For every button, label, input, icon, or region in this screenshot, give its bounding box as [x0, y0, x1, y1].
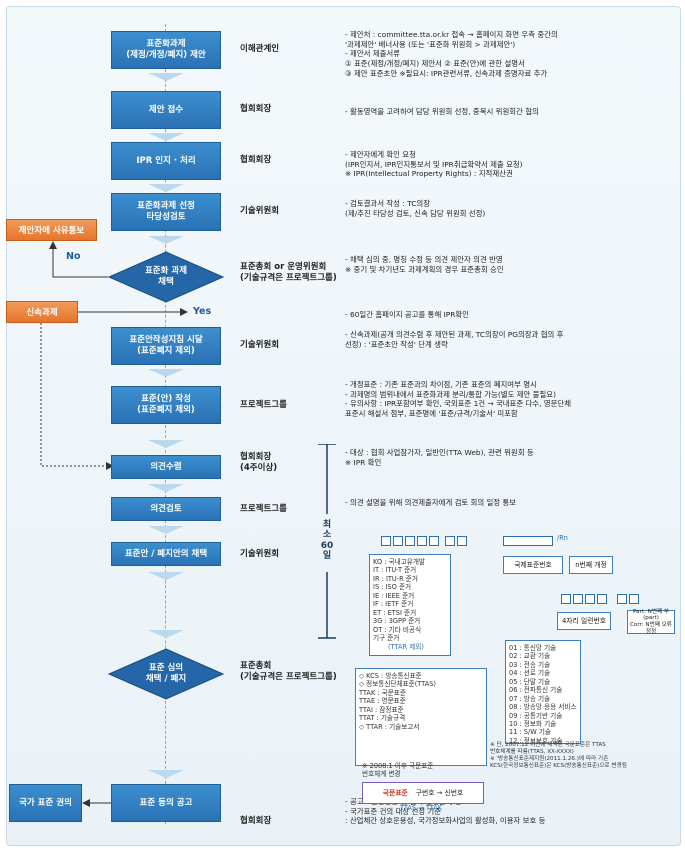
old-new-number: 국문표준 구번호 → 신번호: [362, 782, 484, 804]
sixty-day-bracket: [318, 444, 336, 639]
yes-label: Yes: [193, 306, 212, 317]
arrow-down: [148, 770, 184, 778]
standard-type-list: KO : 국내고유개발 IT : ITU-T 준거 IR : ITU-R 준거 …: [369, 554, 451, 656]
code-digit-box: [573, 594, 583, 604]
step-review: 의견검토: [111, 497, 221, 521]
step-proposal: 표준화과제 (제정/개정/폐지) 제안: [111, 31, 221, 69]
code-digit-box: [457, 536, 467, 546]
step-ipr: IPR 인지 · 처리: [111, 142, 221, 180]
arrow-down: [148, 236, 184, 244]
arrow-down: [148, 73, 184, 81]
role-proposer: 이해관계인: [240, 44, 280, 54]
code-footnote: ※ 단, 2007.12 이전에 채택된 국문표준은 TTAS 번호체계를 따름…: [490, 742, 627, 770]
flow-spine: [165, 24, 166, 824]
revision-suffix: /Rn: [557, 534, 568, 542]
step-draft: 표준(안) 작성 (표준폐지 제외): [111, 386, 221, 424]
field-list: 01 : 통신망 기술 02 : 교환 기술 03 : 전송 기술 04 : 선…: [505, 640, 581, 745]
field-list-text: 01 : 통신망 기술 02 : 교환 기술 03 : 전송 기술 04 : 선…: [509, 644, 577, 745]
arrow-down: [148, 630, 184, 638]
code-digit-box: [405, 536, 415, 546]
national-arrow: [82, 799, 111, 807]
code-digit-box: [417, 536, 427, 546]
note-draft: - 개정표준 : 기존 표준과의 차이점, 기존 표준의 폐지여부 명시 - 과…: [345, 380, 572, 418]
old-new-label: 구번호 → 신번호: [415, 788, 464, 797]
role-president: 협회회장: [240, 104, 272, 114]
arrow-down: [148, 526, 184, 534]
nth-revision: n번째 개정: [569, 556, 613, 574]
arrow-down: [148, 184, 184, 192]
intl-code-box: [503, 536, 553, 546]
role-president-4weeks: 협회회장 (4주이상): [240, 452, 278, 473]
step-guideline: 표준안작성지침 시달 (표준폐지 제외): [111, 327, 221, 365]
role-president: 협회회장: [240, 155, 272, 165]
decision-adopt-label: 표준화 과제 채택: [144, 265, 188, 287]
note-receive: - 활동영역을 고려하여 담당 위원회 선정, 중복시 위원회간 협의: [345, 107, 539, 116]
korean-standard-tag: 국문표준: [382, 788, 408, 797]
code-digit-box: [429, 536, 439, 546]
code-digit-box: [597, 594, 607, 604]
code-scheme: /Rn 국제표준번호 n번째 개정 KO : 국내고유개발 IT : ITU-T…: [345, 528, 675, 768]
step-opinion: 의견수렴: [111, 455, 221, 479]
arrow-down: [148, 133, 184, 141]
code-digit-box: [561, 594, 571, 604]
role-general-assembly: 표준총회 or 운영위원회 (기술규격은 프로젝트그룹): [240, 262, 337, 283]
note-proposal: - 제안처 : committee.tta.or.kr 접속 → 홈페이지 화면…: [345, 30, 558, 78]
arrow-down: [148, 369, 184, 377]
code-digit-box: [381, 536, 391, 546]
code-digit-box: [585, 594, 595, 604]
step-selection: 표준화과제 선정 타당성검토: [111, 193, 221, 231]
reject-notice: 제안자에 사유통보: [6, 219, 97, 241]
note-review: - 의견 설명을 위해 의견제출자에게 검토 회의 일정 통보: [345, 498, 517, 507]
role-project-group: 프로젝트그룹: [240, 504, 287, 514]
arrow-down: [148, 440, 184, 448]
no-arrow: [49, 241, 108, 278]
note-ipr-60days: - 60일간 홈페이지 공고를 통해 IPR확인: [345, 310, 469, 319]
serial-number: 4자리 일련번호: [557, 612, 611, 630]
code-digit-box: [629, 594, 639, 604]
standard-type-list-note: (TTAR 제외): [388, 643, 424, 651]
role-tc: 기술위원회: [240, 549, 280, 559]
fast-task: 신속과제: [6, 301, 78, 323]
ttas-to-ttak: TTAS → TTAK: [400, 804, 443, 812]
yes-arrow: [78, 308, 188, 316]
role-tc: 기술위원회: [240, 206, 280, 216]
role-project-group: 프로젝트그룹: [240, 400, 287, 410]
decision-adopt-task: 표준화 과제 채택: [108, 251, 224, 303]
step-announce: 표준 등의 공고: [111, 784, 221, 822]
note-opinion: - 대상 : 협회 사업참가자, 일반인(TTA Web), 관련 위원회 등 …: [345, 448, 534, 467]
standard-type-list-text: KO : 국내고유개발 IT : ITU-T 준거 IR : ITU-R 준거 …: [373, 558, 425, 642]
code-digit-box: [617, 594, 627, 604]
step-adoption: 표준안 / 폐지안의 채택: [111, 542, 221, 566]
code-digit-box: [445, 536, 455, 546]
fast-track-arrow: [40, 323, 114, 470]
ttas-scheme-text: ◇ KCS : 방송통신표준 ◇ 정보통신단체표준(TTAS) TTAK : 국…: [359, 672, 436, 731]
note-2008: ※ 2008.1 이후 국문표준 번호체계 변경: [362, 762, 434, 779]
role-general-assembly: 표준총회 (기술규격은 프로젝트그룹): [240, 661, 337, 682]
role-tc: 기술위원회: [240, 340, 280, 350]
code-digit-box: [393, 536, 403, 546]
decision-standard-review: 표준 심의 채택 / 폐지: [108, 648, 224, 700]
decision-review-label: 표준 심의 채택 / 폐지: [145, 662, 187, 684]
arrow-down: [148, 484, 184, 492]
arrow-down: [148, 572, 184, 580]
part-correction: Part: N번째 부(part) Corr: N번째 오류정정: [627, 609, 675, 635]
no-label: No: [66, 251, 81, 262]
intl-number: 국제표준번호: [503, 556, 563, 574]
note-adopt: - 채택 심의 중, 명칭 수정 등 의견 제안자 의견 반영 ※ 중기 및 차…: [345, 255, 504, 274]
ttas-scheme: ◇ KCS : 방송통신표준 ◇ 정보통신단체표준(TTAS) TTAK : 국…: [355, 668, 487, 766]
note-guideline: - 신속과제(공개 의견수렴 후 제안된 과제, TC의장이 PG의장과 협의 …: [345, 330, 564, 349]
role-president: 협회회장: [240, 816, 272, 826]
step-receive: 제안 접수: [111, 91, 221, 129]
note-ipr: - 제안자에게 확인 요청 (IPR인지서, IPR인지통보서 및 IPR취급확…: [345, 150, 523, 179]
sixty-day-label: 최 소 60 일: [320, 520, 334, 562]
national-standard: 국가 표준 권의: [9, 784, 82, 822]
note-selection: - 검토결과서 작성 : TC의장 (제/추진 타당성 검토, 신속 담당 위원…: [345, 199, 486, 218]
